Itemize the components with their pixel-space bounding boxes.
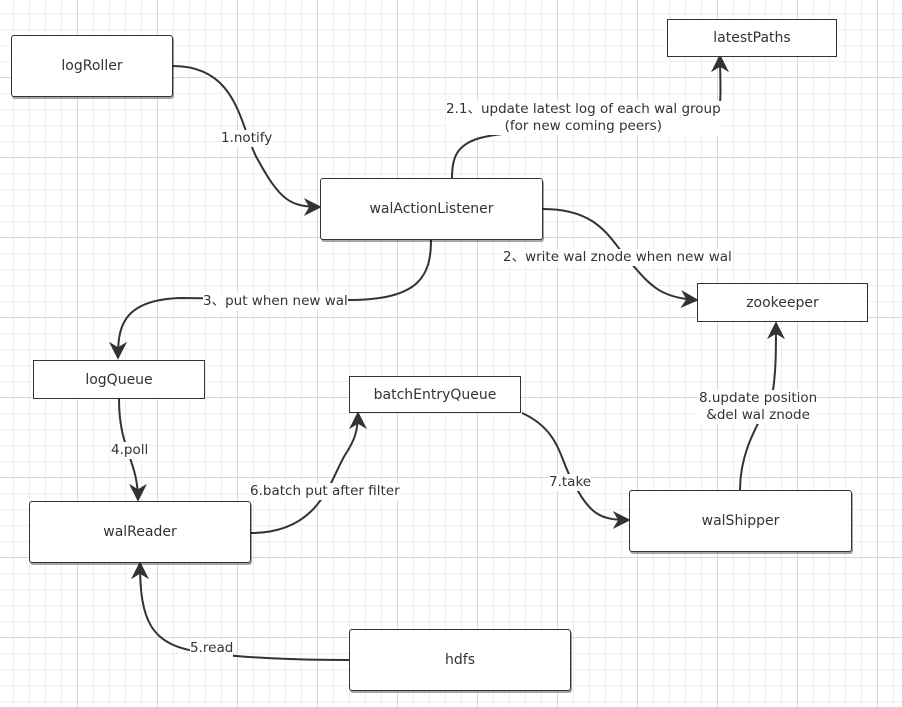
node-logRoller-label: logRoller: [61, 58, 123, 74]
node-hdfs[interactable]: hdfs: [349, 629, 571, 691]
node-logRoller[interactable]: logRoller: [11, 35, 173, 97]
edge-label-put-new-wal: 3、put when new wal: [203, 293, 348, 310]
edge-label-update-position-line2: &del wal znode: [706, 407, 810, 423]
edge-label-poll: 4.poll: [111, 442, 149, 459]
edge-batch-put: [250, 411, 367, 534]
node-walActionListener-label: walActionListener: [369, 201, 494, 217]
node-latestPaths-label: latestPaths: [713, 30, 791, 46]
node-hdfs-label: hdfs: [445, 652, 475, 668]
edge-put-new-wal: [109, 239, 432, 360]
edge-label-write-znode: 2、write wal znode when new wal: [503, 249, 732, 266]
edge-label-take: 7.take: [549, 474, 592, 491]
edge-label-update-latest: 2.1、update latest log of each wal group …: [446, 101, 721, 135]
edge-label-update-position-line1: 8.update position: [699, 390, 818, 406]
edge-read: [131, 561, 350, 661]
edge-label-update-latest-line1: 2.1、update latest log of each wal group: [446, 101, 721, 117]
node-walShipper[interactable]: walShipper: [629, 490, 852, 552]
edge-label-update-position: 8.update position &del wal znode: [699, 390, 818, 424]
edge-notify: [172, 65, 322, 216]
node-walActionListener[interactable]: walActionListener: [320, 178, 543, 240]
edge-label-notify: 1.notify: [221, 130, 273, 147]
node-batchEntryQueue-label: batchEntryQueue: [373, 386, 497, 403]
node-walReader-label: walReader: [103, 524, 177, 540]
node-latestPaths[interactable]: latestPaths: [667, 19, 837, 57]
node-logQueue[interactable]: logQueue: [33, 360, 205, 399]
edge-label-update-latest-line2: (for new coming peers): [504, 118, 662, 134]
node-zookeeper[interactable]: zookeeper: [697, 283, 868, 322]
node-walShipper-label: walShipper: [701, 513, 780, 529]
node-batchEntryQueue[interactable]: batchEntryQueue: [349, 376, 521, 413]
node-logQueue-label: logQueue: [85, 371, 153, 388]
node-zookeeper-label: zookeeper: [746, 294, 819, 311]
edge-label-batch-put: 6.batch put after filter: [250, 483, 400, 500]
edge-label-read: 5.read: [190, 640, 234, 657]
node-walReader[interactable]: walReader: [29, 501, 251, 563]
edge-take: [521, 412, 631, 529]
